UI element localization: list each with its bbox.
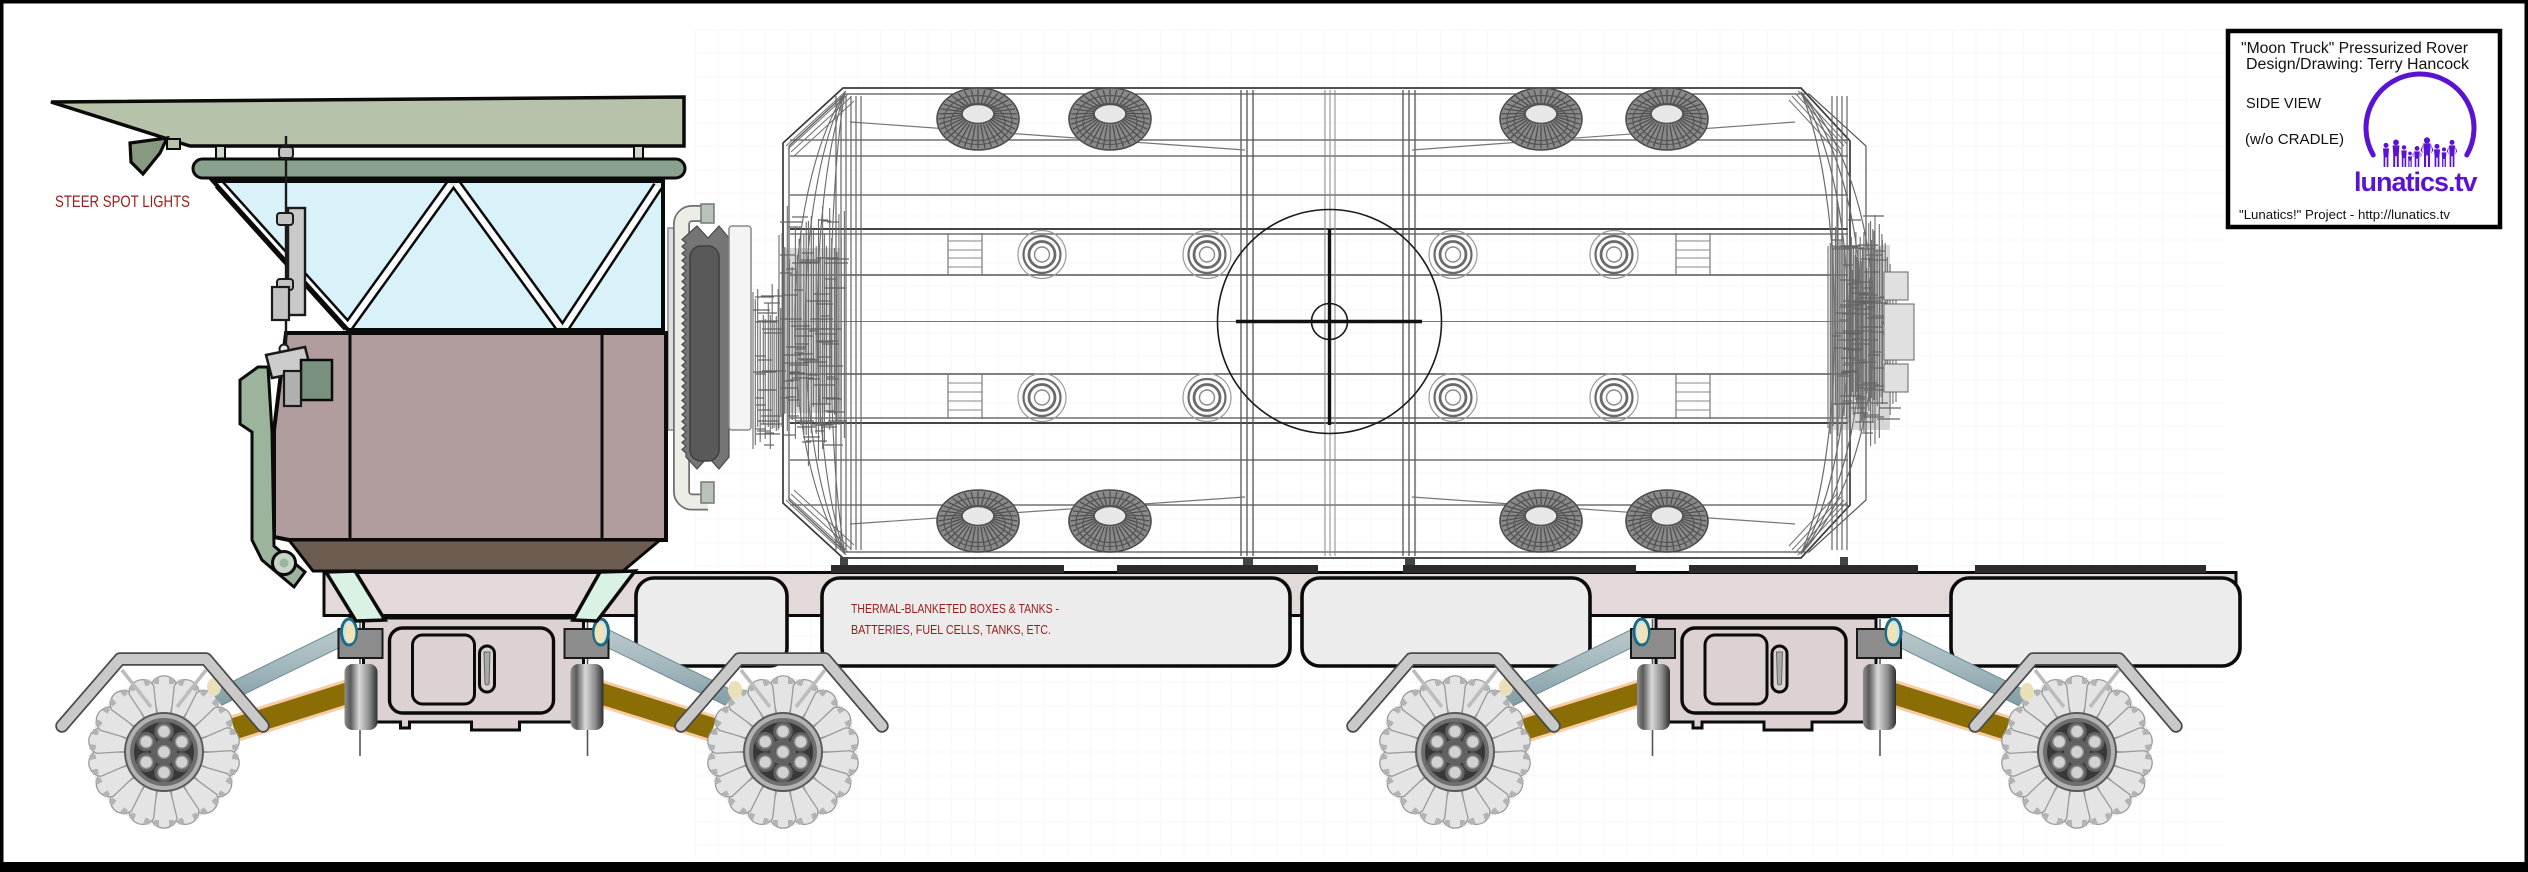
svg-text:(w/o CRADLE): (w/o CRADLE) (2245, 132, 2344, 148)
svg-text:Design/Drawing: Terry Hancock: Design/Drawing: Terry Hancock (2246, 56, 2469, 73)
svg-text:THERMAL-BLANKETED BOXES & TANK: THERMAL-BLANKETED BOXES & TANKS - (851, 601, 1059, 616)
svg-text:"Lunatics!" Project - http://l: "Lunatics!" Project - http://lunatics.tv (2239, 208, 2451, 222)
svg-text:lunatics.tv: lunatics.tv (2354, 167, 2478, 197)
svg-text:BATTERIES, FUEL CELLS, TANKS,: BATTERIES, FUEL CELLS, TANKS, ETC. (851, 622, 1051, 637)
svg-text:STEER SPOT LIGHTS: STEER SPOT LIGHTS (55, 193, 190, 211)
svg-text:"Moon Truck" Pressurized Rover: "Moon Truck" Pressurized Rover (2241, 40, 2468, 57)
svg-text:SIDE VIEW: SIDE VIEW (2246, 96, 2321, 112)
